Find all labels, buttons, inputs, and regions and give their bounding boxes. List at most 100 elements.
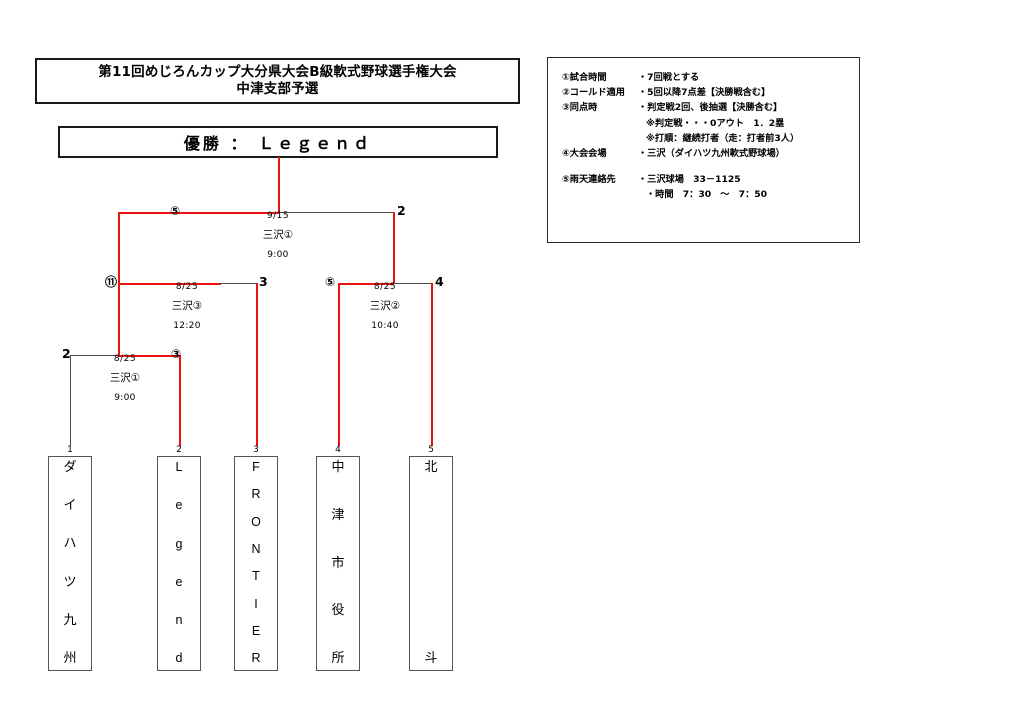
qf-left-time: 12:20 xyxy=(173,320,201,331)
r1-left-time: 9:00 xyxy=(114,392,136,403)
rule-item-3: ③同点時 ・判定戦2回、後抽選【決勝含む】 xyxy=(562,100,859,115)
r1-left-venue: 三沢① xyxy=(109,372,141,384)
final-date: 9/15 xyxy=(266,211,290,221)
team-2-char-3: e xyxy=(175,574,183,589)
final-crossbar-right xyxy=(278,212,395,213)
score-r1-left-left: 2 xyxy=(62,346,71,361)
score-qf-left-right: 3 xyxy=(259,274,268,289)
final-crossbar-left xyxy=(118,212,279,214)
qf-right-crossbar-winner xyxy=(338,283,394,285)
final-venue: 三沢① xyxy=(262,229,294,241)
rule-label-3: ③同点時 xyxy=(562,102,598,114)
rule-note-3-1: ※判定戦・・・0アウト 1．2塁 xyxy=(646,117,785,129)
qf-right-date: 8/25 xyxy=(373,282,397,292)
champion-drop-line xyxy=(278,157,280,213)
team-box-3: F R O N T I E R xyxy=(234,456,278,671)
score-r1-left-right: ③ xyxy=(171,347,182,361)
rule-label-4: ④大会会場 xyxy=(562,148,607,160)
team-1-char-1: イ xyxy=(63,498,77,514)
team-1-char-0: ダ xyxy=(63,460,77,475)
team-3-char-7: R xyxy=(251,651,261,666)
qf-left-leg-left xyxy=(118,283,120,355)
qf-right-leg-right xyxy=(431,283,433,446)
team-box-1: ダ イ ハ ツ 九 州 xyxy=(48,456,92,671)
rules-box: ①試合時間 ・7回戦とする ②コールド適用 ・5回以降7点差【決勝戦含む】 ③同… xyxy=(547,57,860,243)
seed-number-4: 4 xyxy=(335,445,341,455)
qf-right-crossbar-loser xyxy=(393,283,433,284)
team-box-4: 中 津 市 役 所 xyxy=(316,456,360,671)
champion-box: 優勝 ： Ｌｅｇｅｎｄ xyxy=(58,126,498,158)
match-info-qf-left: 8/25 三沢③ 12:20 xyxy=(137,283,237,331)
champion-label: 優勝 ： Ｌｅｇｅｎｄ xyxy=(183,134,373,153)
rule-label-5: ⑤雨天連絡先 xyxy=(562,174,616,186)
team-1-char-4: 九 xyxy=(63,612,77,628)
team-4-char-0: 中 xyxy=(331,460,345,475)
rule-spacer xyxy=(562,161,859,172)
rule-item-4: ④大会会場 ・三沢（ダイハツ九州軟式野球場） xyxy=(562,146,859,161)
team-3-char-6: E xyxy=(251,624,261,639)
seed-number-3: 3 xyxy=(253,445,259,455)
team-1-char-2: ハ xyxy=(63,536,77,552)
rule-note-5-1: ・時間 7：30 ～ 7：50 xyxy=(646,189,768,201)
team-1-char-5: 州 xyxy=(63,650,77,666)
rule-item-1: ①試合時間 ・7回戦とする xyxy=(562,70,859,85)
rule-note-3-2: ※打順：継続打者（走：打者前3人） xyxy=(646,132,800,144)
match-info-qf-right: 8/25 三沢② 10:40 xyxy=(340,283,430,331)
r1-left-leg-team2 xyxy=(179,355,181,446)
rule-value-1: ・7回戦とする xyxy=(638,72,700,83)
qf-left-crossbar-loser xyxy=(220,283,257,284)
qf-right-time: 10:40 xyxy=(371,320,399,331)
team-5-char-0: 北 xyxy=(424,460,438,475)
team-box-2: L e g e n d xyxy=(157,456,201,671)
match-info-r1-left: 8/25 三沢① 9:00 xyxy=(78,355,172,403)
qf-right-leg-left xyxy=(338,283,340,446)
qf-left-venue: 三沢③ xyxy=(171,300,203,312)
team-4-char-1: 津 xyxy=(331,507,345,523)
rule-label-2: ②コールド適用 xyxy=(562,87,625,99)
rule-item-2: ②コールド適用 ・5回以降7点差【決勝戦含む】 xyxy=(562,85,859,100)
rule-value-4: ・三沢（ダイハツ九州軟式野球場） xyxy=(638,148,785,160)
qf-left-crossbar-winner xyxy=(118,283,221,285)
tournament-title-line-1: 第11回めじろんカップ大分県大会B級軟式野球選手権大会 xyxy=(98,64,457,81)
rule-label-1: ①試合時間 xyxy=(562,72,607,83)
final-left-leg xyxy=(118,212,120,284)
team-2-char-4: n xyxy=(175,613,183,628)
team-1-char-3: ツ xyxy=(63,574,77,590)
team-4-char-3: 役 xyxy=(331,603,345,619)
final-time: 9:00 xyxy=(267,249,289,260)
team-4-char-4: 所 xyxy=(331,651,345,666)
seed-number-1: 1 xyxy=(67,445,73,455)
team-5-char-1: 斗 xyxy=(424,651,438,666)
team-3-char-3: N xyxy=(251,542,261,557)
team-3-char-5: I xyxy=(254,596,258,611)
seed-number-5: 5 xyxy=(428,445,434,455)
qf-right-venue: 三沢② xyxy=(369,300,401,312)
score-final-left: ⑤ xyxy=(170,204,181,218)
final-right-leg xyxy=(393,212,395,284)
tournament-title-line-2: 中津支部予選 xyxy=(236,81,319,97)
seed-number-2: 2 xyxy=(176,445,182,455)
match-info-final: 9/15 三沢① 9:00 xyxy=(228,212,328,260)
r1-left-leg-team1 xyxy=(70,355,71,446)
score-qf-left-left: ⑪ xyxy=(105,275,118,289)
score-final-right: 2 xyxy=(397,203,406,218)
team-3-char-2: O xyxy=(251,514,261,529)
team-2-char-0: L xyxy=(175,460,183,474)
rule-value-3: ・判定戦2回、後抽選【決勝含む】 xyxy=(638,102,783,114)
rule-item-5: ⑤雨天連絡先 ・三沢球場 33－1125 xyxy=(562,172,859,187)
qf-left-date: 8/25 xyxy=(175,282,199,292)
team-2-char-5: d xyxy=(175,651,183,666)
score-qf-right-right: 4 xyxy=(435,274,444,289)
r1-left-crossbar-winner xyxy=(118,355,180,357)
team-box-5: 北 斗 xyxy=(409,456,453,671)
team-2-char-1: e xyxy=(175,498,183,513)
team-2-char-2: g xyxy=(175,536,183,551)
team-4-char-2: 市 xyxy=(331,555,345,571)
rule-value-2: ・5回以降7点差【決勝戦含む】 xyxy=(638,87,771,99)
score-qf-right-left: ⑤ xyxy=(325,275,336,289)
tournament-title-box: 第11回めじろんカップ大分県大会B級軟式野球選手権大会 中津支部予選 xyxy=(35,58,520,104)
team-3-char-1: R xyxy=(251,487,261,502)
team-3-char-0: F xyxy=(252,460,260,474)
team-3-char-4: T xyxy=(252,569,260,584)
qf-left-leg-right xyxy=(256,283,258,446)
